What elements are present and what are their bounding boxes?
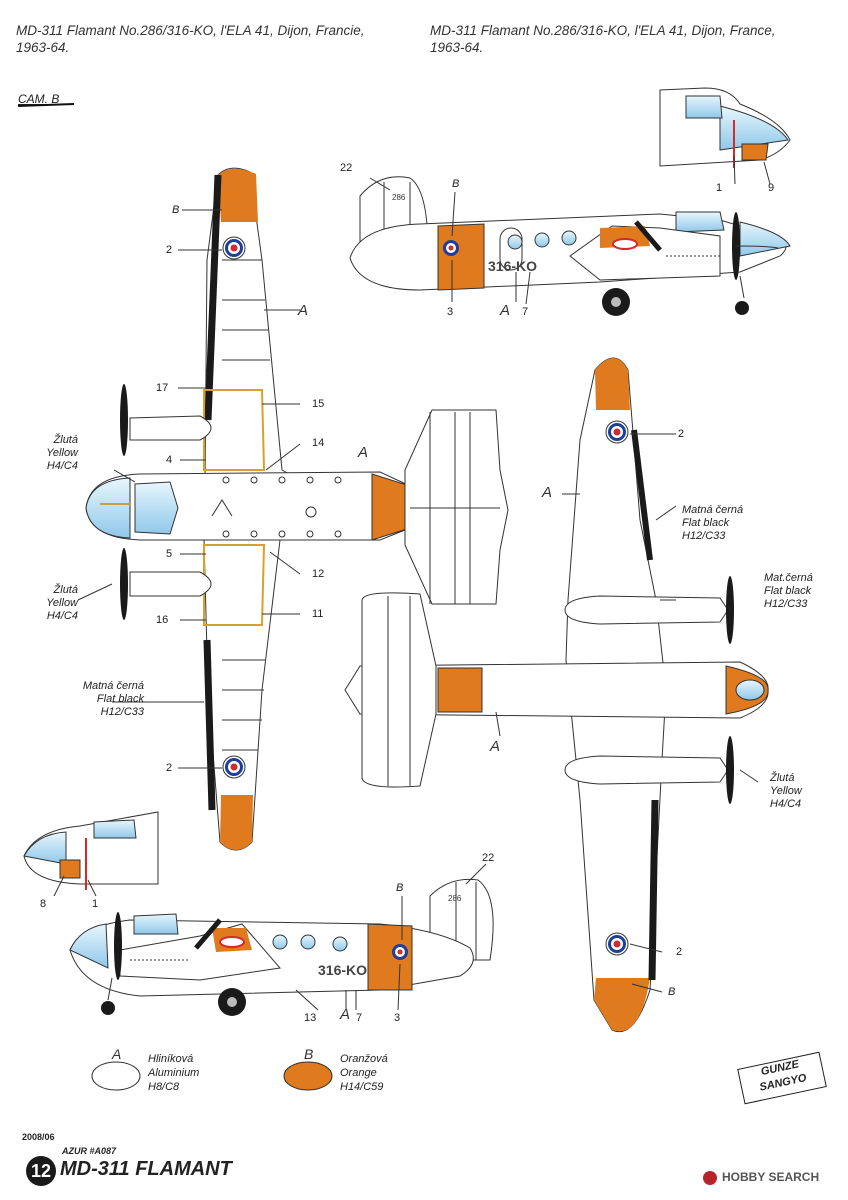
callout-1-b: 1 (92, 898, 99, 910)
callout-4: 4 (166, 454, 173, 466)
callout-22-a: 22 (340, 162, 353, 174)
footer-number-badge: 12 (26, 1156, 56, 1186)
callout-3-b: 3 (394, 1012, 401, 1024)
callout-2-d: 2 (676, 946, 683, 958)
callout-15: 15 (312, 398, 325, 410)
callout-2-a: 2 (166, 244, 173, 256)
code-316ko-top: 316-KO (488, 258, 538, 274)
title-cz: MD-311 Flamant No.286/316-KO, l'ELA 41, … (16, 23, 365, 55)
legend-swatch-orange (283, 1061, 333, 1091)
callout-A-fuselage: A (358, 444, 369, 461)
callout-3-a: 3 (447, 306, 454, 318)
callout-A-bottomfus: A (490, 738, 501, 755)
callout-7-b: 7 (356, 1012, 363, 1024)
legend-swatch-aluminium (91, 1061, 141, 1091)
fin-serial-bottom: 286 (448, 894, 462, 903)
callout-1-a: 1 (716, 182, 723, 194)
callout-B-topview: B (172, 204, 180, 216)
callout-B-side: B (452, 178, 460, 190)
callout-7-a: 7 (522, 306, 529, 318)
footer-date: 2008/06 (22, 1132, 55, 1142)
side-view-left (23, 811, 494, 1016)
callout-2-c: 2 (678, 428, 685, 440)
callout-A-side-b: A (340, 1006, 351, 1023)
callout-17: 17 (156, 382, 169, 394)
footer-aircraft-name: MD-311 FLAMANT (60, 1158, 232, 1180)
hobbysearch-logo-icon (703, 1171, 717, 1185)
callout-9: 9 (768, 182, 775, 194)
callout-B-side-b: B (396, 882, 404, 894)
code-316ko-bottom: 316-KO (318, 962, 368, 978)
callout-13: 13 (304, 1012, 317, 1024)
callout-A-bottomwing: A (542, 484, 553, 501)
legend-b-letter: B (304, 1046, 314, 1062)
side-view-right (349, 87, 791, 316)
callout-2-b: 2 (166, 762, 173, 774)
title-en: MD-311 Flamant No.286/316-KO, l'ELA 41, … (430, 23, 776, 55)
legend-a-letter: A (112, 1046, 122, 1062)
callout-11: 11 (312, 608, 324, 620)
callout-8: 8 (40, 898, 47, 910)
callout-14: 14 (312, 437, 325, 449)
callout-5: 5 (166, 548, 173, 560)
top-view (85, 167, 509, 851)
callout-12: 12 (312, 568, 325, 580)
camo-tag: CAM. B (18, 92, 60, 106)
callout-22-b: 22 (482, 852, 495, 864)
footer-kit: AZUR #A087 (62, 1146, 117, 1156)
callout-A-side: A (500, 302, 511, 319)
callout-16: 16 (156, 614, 169, 626)
callout-A-topview: A (298, 302, 309, 319)
hobbysearch-watermark: HOBBY SEARCH (722, 1170, 820, 1184)
callout-B-side-c: B (668, 986, 676, 998)
fin-serial-top: 286 (392, 193, 406, 202)
